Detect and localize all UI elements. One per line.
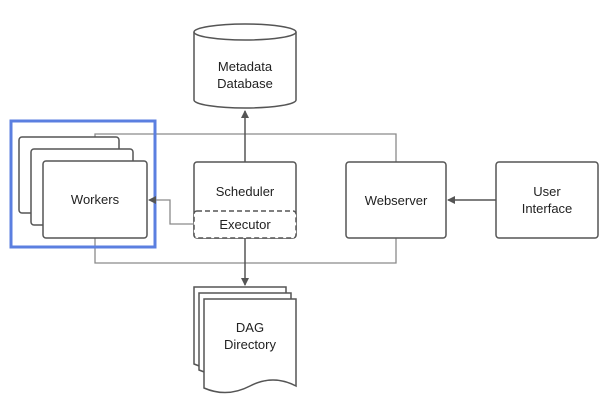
workers-label: Workers — [70, 192, 120, 207]
scheduler-label: Scheduler — [215, 183, 275, 199]
metadata-database-node — [193, 23, 297, 109]
diagram-arrows — [241, 110, 496, 286]
executor-node — [193, 210, 297, 239]
webserver-label: Webserver — [364, 192, 428, 208]
dag-directory-label: DAG Directory — [223, 320, 276, 352]
arrow-executor-to-workers — [148, 196, 194, 225]
webserver-node — [345, 161, 447, 239]
user-interface-label: User Interface — [521, 184, 573, 216]
metadata-database-label: Metadata Database — [217, 59, 273, 91]
dag-directory-node — [193, 286, 297, 394]
workers-highlight-frame — [9, 119, 157, 249]
workers-node — [18, 136, 148, 239]
executor-label: Executor — [219, 217, 271, 232]
